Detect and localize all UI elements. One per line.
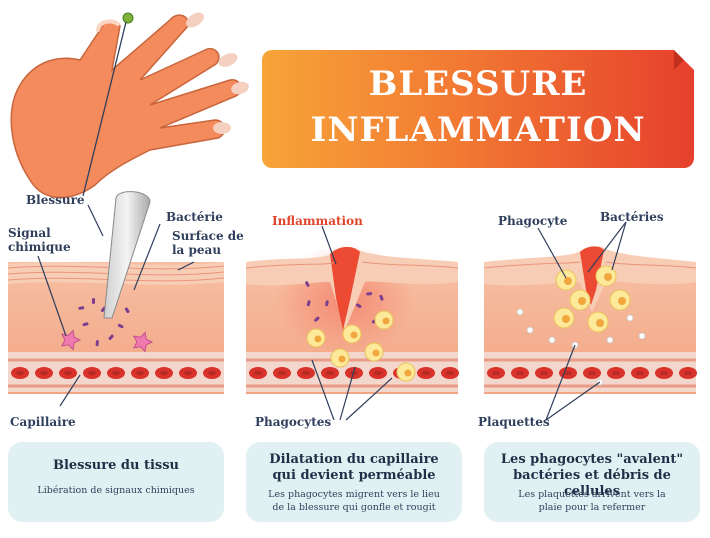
label-signal-line2: chimique (8, 240, 71, 254)
label-plaquettes: Plaquettes (478, 415, 550, 429)
card-phagocytosis: Les phagocytes "avalent" bactéries et dé… (484, 442, 700, 522)
banner-fold-cut (674, 50, 694, 70)
platelet-icon (526, 326, 534, 334)
phagocyte-nucleus (596, 319, 604, 327)
red-blood-cell-center (40, 371, 48, 375)
card-title-line2: qui devient perméable (272, 468, 436, 483)
red-blood-cell-center (612, 371, 620, 375)
red-blood-cell-center (302, 371, 310, 375)
pointer-lines (37, 204, 627, 421)
phagocyte-nucleus (404, 369, 412, 377)
phagocyte-nucleus (350, 331, 358, 339)
wound-dot-icon (122, 12, 134, 24)
phagocyte-nucleus (372, 349, 380, 357)
cell-marks (11, 265, 697, 386)
platelet-icon (548, 336, 556, 344)
red-blood-cell-center (374, 371, 382, 375)
label-capillaire: Capillaire (10, 415, 76, 429)
bacterium-icon (95, 340, 99, 347)
red-blood-cell-center (64, 371, 72, 375)
card-capillary-dilation: Dilatation du capillaire qui devient per… (246, 442, 462, 522)
red-blood-cell-center (88, 371, 96, 375)
phagocyte-nucleus (382, 317, 390, 325)
card-text-line1: Les plaquettes arrivent vers la (518, 489, 666, 500)
red-blood-cell-center (278, 371, 286, 375)
card-title: Blessure du tissu (52, 458, 180, 473)
card-text: Libération de signaux chimiques (37, 485, 195, 496)
phagocyte-nucleus (604, 273, 612, 281)
red-blood-cell-center (16, 371, 24, 375)
card-tissue-injury: Blessure du tissu Libération de signaux … (8, 442, 224, 522)
red-blood-cell-center (136, 371, 144, 375)
red-blood-cell-center (446, 371, 454, 375)
bacterium-icon (379, 294, 384, 301)
red-blood-cell-center (636, 371, 644, 375)
red-blood-cell-center (208, 371, 216, 375)
bacterium-icon (355, 303, 362, 309)
red-blood-cell-center (350, 371, 358, 375)
bacterium-icon (82, 322, 89, 327)
red-blood-cell-center (564, 371, 572, 375)
red-blood-cell-center (588, 371, 596, 375)
label-inflammation: Inflammation (272, 214, 363, 228)
card-text-line2: plaie pour la refermer (538, 502, 646, 513)
bacterium-icon (305, 281, 310, 287)
bacterium-icon (306, 300, 311, 307)
phagocyte-nucleus (338, 355, 346, 363)
bacterium-icon (366, 292, 373, 296)
card-title-line1: Les phagocytes "avalent" (500, 452, 684, 467)
platelet-icon (626, 314, 634, 322)
label-bacterie: Bactérie (166, 210, 223, 224)
platelet-icon (606, 336, 614, 344)
platelet-icon (638, 332, 646, 340)
platelet-icon (516, 308, 524, 316)
red-blood-cell-center (422, 371, 430, 375)
card-text-line1: Les phagocytes migrent vers le lieu (268, 489, 440, 500)
red-blood-cell-center (684, 371, 692, 375)
bacterium-icon (325, 300, 329, 307)
phagocyte-nucleus (618, 297, 626, 305)
card-title-line2: bactéries et débris de cellules (513, 468, 671, 499)
phagocyte-nucleus (578, 297, 586, 305)
red-blood-cell-center (184, 371, 192, 375)
red-blood-cell-center (660, 371, 668, 375)
phagocyte-nucleus (314, 335, 322, 343)
label-surface-line1: Surface de (172, 229, 244, 243)
bacterium-icon (92, 298, 95, 304)
needle-icon (103, 191, 151, 319)
card-text-line2: de la blessure qui gonfle et rougit (272, 502, 436, 513)
phagocyte-nucleus (562, 315, 570, 323)
red-blood-cell-center (112, 371, 120, 375)
red-blood-cell-center (326, 371, 334, 375)
banner-title-line1: BLESSURE (368, 64, 588, 104)
bacterium-icon (78, 306, 85, 310)
red-blood-cell-center (492, 371, 500, 375)
label-signal-line1: Signal (8, 226, 51, 240)
bacterium-icon (314, 316, 320, 322)
bacterium-icon (108, 334, 114, 340)
card-title-line1: Dilatation du capillaire (269, 452, 439, 467)
hand-illustration (10, 12, 249, 199)
bacterium-icon (124, 307, 130, 314)
chemical-signal-icon (60, 329, 82, 351)
red-blood-cell-center (160, 371, 168, 375)
bacterium-icon (117, 323, 124, 329)
label-blessure: Blessure (26, 193, 85, 207)
title-banner: BLESSURE INFLAMMATION (262, 50, 694, 168)
red-blood-cell-center (516, 371, 524, 375)
red-blood-cell-center (540, 371, 548, 375)
label-phagocytes: Phagocytes (255, 415, 332, 429)
label-phagocyte: Phagocyte (498, 214, 568, 228)
banner-title-line2: INFLAMMATION (310, 110, 646, 150)
red-blood-cell-center (254, 371, 262, 375)
chemical-signal-icon (132, 331, 154, 353)
label-bacteries: Bactéries (600, 210, 664, 224)
label-surface-line2: la peau (172, 243, 222, 257)
phagocyte-nucleus (564, 277, 572, 285)
